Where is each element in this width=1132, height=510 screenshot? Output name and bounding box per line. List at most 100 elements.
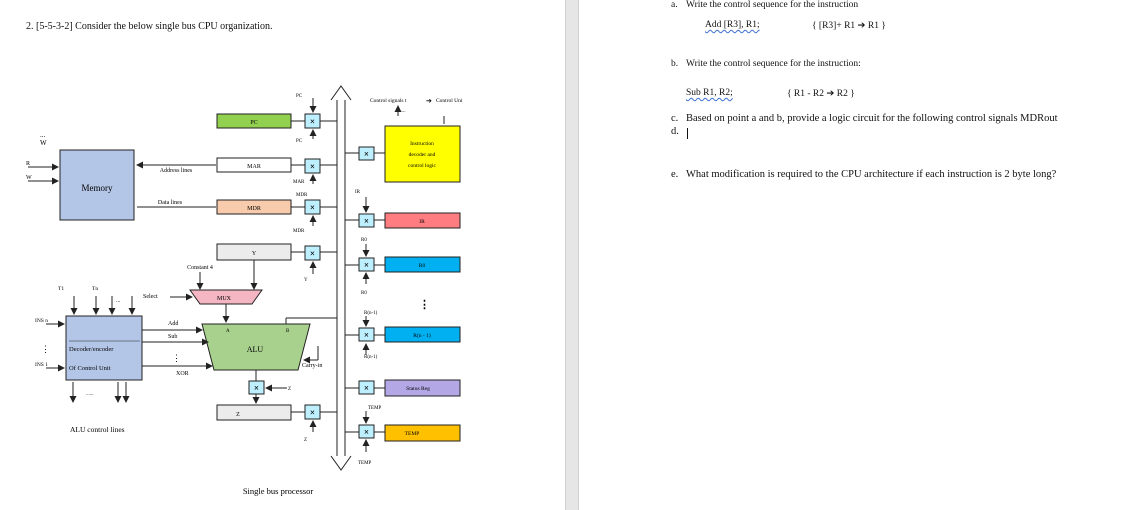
item-b-instruction: Sub R1, R2; <box>686 88 733 98</box>
svg-text:Status Reg: Status Reg <box>406 386 430 392</box>
address-lines-label: Address lines <box>160 168 193 174</box>
svg-text:TEMP: TEMP <box>368 406 382 411</box>
select-label: Select <box>143 294 158 300</box>
left-control-signals: PC PC MAR MDR MDR Y Z <box>293 94 317 443</box>
svg-text:PC: PC <box>296 139 303 144</box>
svg-text:MDR: MDR <box>296 193 308 198</box>
svg-text:×: × <box>310 203 315 213</box>
svg-text:⋮: ⋮ <box>419 299 430 311</box>
text-cursor[interactable] <box>687 128 688 139</box>
svg-text:×: × <box>364 149 369 159</box>
svg-text:×: × <box>310 117 315 127</box>
svg-text:R0: R0 <box>361 291 367 296</box>
item-b-rtl: { R1 - R2 ➔ R2 } <box>787 89 855 99</box>
svg-text:×: × <box>254 383 259 393</box>
temp-register <box>384 424 461 442</box>
item-a-instruction: Add [R3], R1; <box>705 20 760 30</box>
system-bus <box>330 85 352 471</box>
svg-text:×: × <box>310 408 315 418</box>
svg-text:⋮: ⋮ <box>41 344 50 354</box>
right-page: a. Write the control sequence for the in… <box>579 0 1132 510</box>
svg-text:×: × <box>364 216 369 226</box>
svg-text:➔: ➔ <box>426 97 432 105</box>
item-d-marker: d. <box>671 126 679 137</box>
memory-block <box>59 149 135 221</box>
svg-text:A: A <box>226 329 230 334</box>
svg-text:×: × <box>364 383 369 393</box>
svg-text:MAR: MAR <box>247 164 261 170</box>
item-a-text: Write the control sequence for the instr… <box>686 0 859 10</box>
add-label: Add <box>168 321 178 327</box>
svg-text:Z: Z <box>288 387 291 392</box>
carry-in-label: Carry-in <box>302 363 322 369</box>
ins-1-label: INS 1 <box>35 362 48 368</box>
svg-text:MAR: MAR <box>293 180 305 185</box>
timing-arrows <box>70 296 136 315</box>
t1-label: T1 <box>58 286 64 292</box>
svg-text:Decoder/encoder: Decoder/encoder <box>69 346 114 353</box>
item-b-text: Write the control sequence for the instr… <box>686 59 861 69</box>
figure-caption: Single bus processor <box>243 486 314 496</box>
svg-text:Y: Y <box>252 251 257 257</box>
control-signals-label: Control signals t <box>370 98 407 104</box>
svg-text:R0: R0 <box>419 263 426 269</box>
svg-text:IR: IR <box>355 190 361 195</box>
mux-block <box>189 289 263 305</box>
control-unit-label: Control Uni <box>436 98 463 104</box>
instruction-decoder-block <box>384 125 461 183</box>
svg-text:TEMP: TEMP <box>405 431 420 437</box>
memory-label: Memory <box>82 183 113 193</box>
alu-block <box>201 323 311 371</box>
w-top-label: W <box>40 139 47 147</box>
item-e-marker: e. <box>671 169 679 180</box>
item-c-text: Based on point a and b, provide a logic … <box>686 113 1058 124</box>
svg-text:PC: PC <box>250 120 257 126</box>
decoder-encoder-block <box>65 315 143 381</box>
z-register <box>216 404 292 421</box>
left-switches: × × × × × <box>291 113 337 420</box>
sub-label: Sub <box>168 334 177 340</box>
svg-text:ALU: ALU <box>247 345 264 354</box>
w-label: W <box>26 175 32 181</box>
item-a-marker: a. <box>671 0 678 10</box>
cpu-diagram: Memory ... W R W Address lines Data line… <box>26 85 463 496</box>
right-control-signals: IR R0 R0 R(n-1) R(n-1) TEMP TEMP <box>355 190 382 466</box>
svg-text:Z: Z <box>304 438 307 443</box>
item-e-text: What modification is required to the CPU… <box>686 169 1057 180</box>
page-gutter <box>565 0 579 510</box>
r-label: R <box>26 161 30 167</box>
svg-text:IR: IR <box>419 219 425 225</box>
svg-text:...: ... <box>116 298 121 304</box>
ins-n-label: INS n <box>35 318 48 324</box>
svg-text:⋮: ⋮ <box>172 353 181 363</box>
svg-text:×: × <box>364 427 369 437</box>
svg-text:Instruction: Instruction <box>410 141 434 147</box>
svg-text:R(n-1): R(n-1) <box>364 355 378 360</box>
svg-text:MDR: MDR <box>293 229 305 234</box>
svg-text:control logic: control logic <box>408 163 437 169</box>
data-lines-label: Data lines <box>158 200 183 206</box>
question-header: 2. [5-5-3-2] Consider the below single b… <box>26 21 273 32</box>
svg-text:×: × <box>364 260 369 270</box>
svg-text:decoder and: decoder and <box>409 152 436 158</box>
svg-text:MUX: MUX <box>217 296 232 302</box>
alu-control-lines-label: ALU control lines <box>70 425 125 434</box>
left-page: 2. [5-5-3-2] Consider the below single b… <box>0 0 565 510</box>
svg-text:TEMP: TEMP <box>358 461 372 466</box>
svg-text:PC: PC <box>296 94 303 99</box>
svg-text:×: × <box>310 162 315 172</box>
constant-label: Constant 4 <box>187 265 213 271</box>
svg-text:×: × <box>364 330 369 340</box>
item-a-rtl: { [R3]+ R1 ➔ R1 } <box>812 21 886 31</box>
svg-text:Of Control Unit: Of Control Unit <box>69 365 111 372</box>
svg-text:Y: Y <box>304 278 308 283</box>
alu-control-arrows <box>69 382 130 403</box>
svg-text:B: B <box>286 329 290 334</box>
item-c-marker: c. <box>671 113 679 124</box>
svg-text:R(n-1): R(n-1) <box>364 311 378 316</box>
right-switches: × × × × × <box>345 213 385 439</box>
svg-text:×: × <box>310 249 315 259</box>
svg-text:R(n - 1): R(n - 1) <box>413 332 431 339</box>
svg-text:......: ...... <box>86 392 94 397</box>
tn-label: Tn <box>92 286 98 292</box>
